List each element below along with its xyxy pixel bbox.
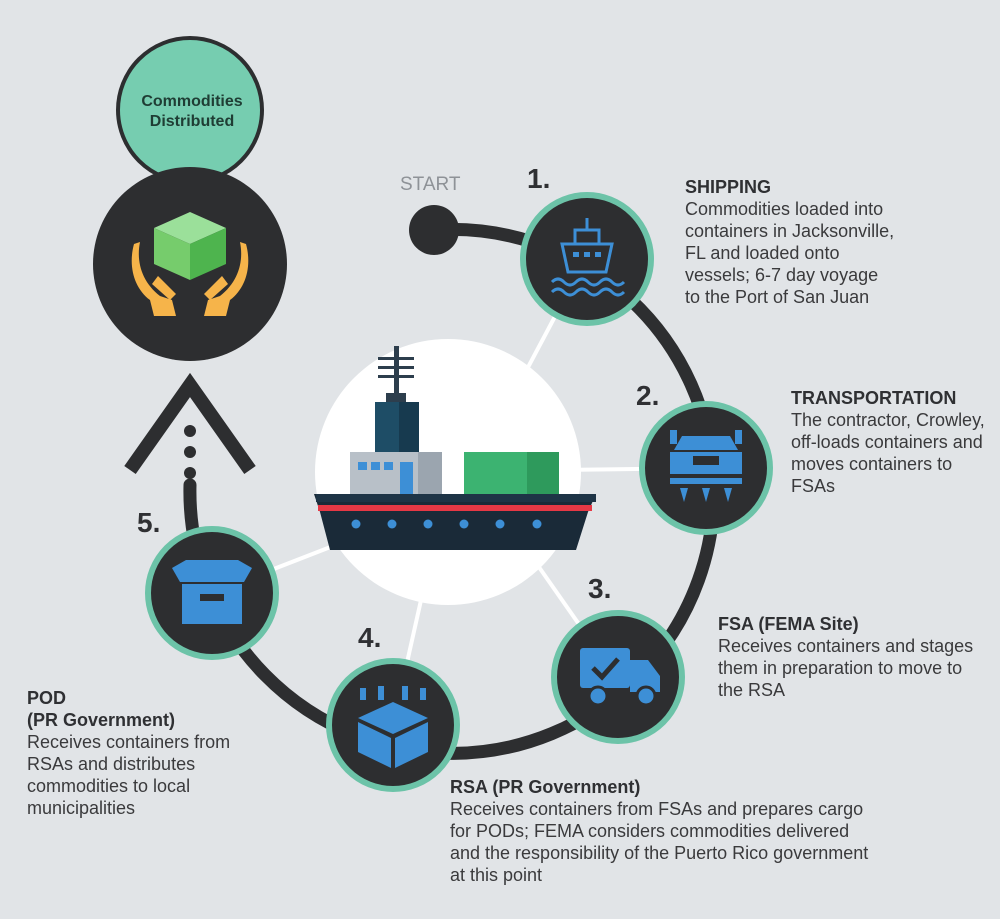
step-number-3: 3. <box>588 573 612 604</box>
ship-icon <box>550 218 626 297</box>
step-node-2 <box>639 401 773 535</box>
step-number-5: 5. <box>137 507 161 538</box>
open-box-icon <box>172 560 252 624</box>
step-node-5 <box>145 526 279 660</box>
step-3-description: Receives containers and stages them in p… <box>718 636 974 700</box>
step-4-title: RSA (PR Government) <box>450 777 641 797</box>
step-3-title: FSA (FEMA Site) <box>718 614 859 634</box>
arrow-up-icon <box>124 372 256 475</box>
step-4-description: Receives containers from FSAs and prepar… <box>450 799 869 885</box>
step-5-text: POD (PR Government) Receives containers … <box>27 687 265 819</box>
dotted-connector <box>184 425 196 500</box>
step-node-3 <box>551 610 685 744</box>
step-2-description: The contractor, Crowley, off-loads conta… <box>791 410 985 496</box>
step-2-text: TRANSPORTATION The contractor, Crowley, … <box>791 387 986 497</box>
step-1-title: SHIPPING <box>685 177 772 197</box>
start-label: START <box>400 174 461 195</box>
hands-holding-box-icon <box>131 212 249 316</box>
step-1-description: Commodities loaded into containers in Ja… <box>685 199 895 307</box>
crane-unload-icon <box>670 430 742 502</box>
step-5-description: Receives containers from RSAs and distri… <box>27 732 231 818</box>
box-staging-icon <box>358 686 428 768</box>
step-number-1: 1. <box>527 163 551 194</box>
start-dot <box>409 205 459 255</box>
step-3-text: FSA (FEMA Site) Receives containers and … <box>718 613 978 701</box>
step-node-1 <box>520 192 654 326</box>
delivery-truck-icon <box>580 648 660 707</box>
step-4-text: RSA (PR Government) Receives containers … <box>450 776 870 886</box>
step-number-2: 2. <box>636 380 660 411</box>
step-node-4 <box>326 658 460 792</box>
final-label: Commodities Distributed <box>141 93 243 130</box>
step-2-title: TRANSPORTATION <box>791 388 957 408</box>
step-5-title: POD (PR Government) <box>27 688 176 730</box>
cargo-ship-illustration <box>314 346 596 550</box>
step-1-text: SHIPPING Commodities loaded into contain… <box>685 176 895 308</box>
step-number-4: 4. <box>358 622 382 653</box>
